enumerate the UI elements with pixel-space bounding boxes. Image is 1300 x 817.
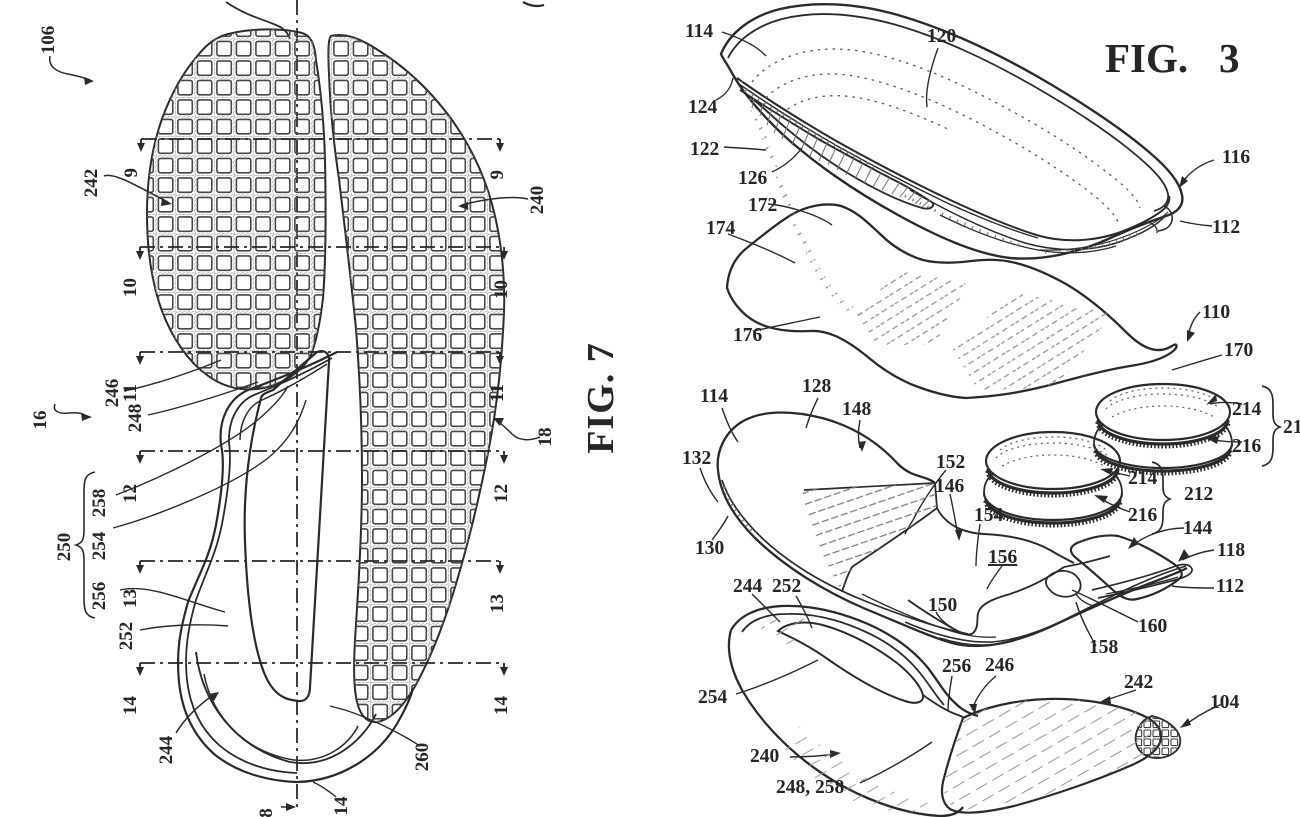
svg-text:214: 214 — [1128, 468, 1158, 489]
svg-text:254: 254 — [89, 531, 110, 560]
svg-text:FIG. 7: FIG. 7 — [580, 342, 622, 454]
svg-text:148: 148 — [842, 399, 872, 420]
svg-text:152: 152 — [936, 452, 965, 473]
svg-text:170: 170 — [1224, 340, 1253, 361]
svg-text:8: 8 — [256, 808, 277, 817]
svg-text:176: 176 — [733, 325, 763, 346]
svg-text:252: 252 — [772, 576, 801, 597]
svg-text:242: 242 — [1124, 672, 1153, 693]
svg-text:112: 112 — [1212, 217, 1240, 238]
svg-text:248: 248 — [125, 404, 146, 433]
svg-text:118: 118 — [1217, 540, 1245, 561]
svg-text:14: 14 — [331, 796, 352, 816]
svg-text:254: 254 — [698, 687, 728, 708]
svg-text:156: 156 — [988, 547, 1018, 568]
svg-text:114: 114 — [685, 21, 713, 42]
svg-text:12: 12 — [120, 484, 141, 503]
svg-text:132: 132 — [682, 448, 711, 469]
svg-text:216: 216 — [1232, 436, 1262, 457]
svg-text:16: 16 — [30, 411, 51, 430]
svg-text:248, 258: 248, 258 — [776, 777, 845, 798]
svg-text:128: 128 — [802, 376, 832, 397]
svg-text:9: 9 — [487, 170, 508, 180]
svg-text:11: 11 — [487, 384, 508, 402]
svg-text:124: 124 — [688, 97, 718, 118]
svg-text:150: 150 — [928, 595, 957, 616]
svg-text:256: 256 — [942, 656, 972, 677]
svg-text:246: 246 — [985, 655, 1015, 676]
svg-text:242: 242 — [81, 169, 102, 198]
svg-text:10: 10 — [491, 280, 512, 299]
svg-text:120: 120 — [927, 26, 956, 47]
svg-text:3: 3 — [1219, 35, 1240, 81]
svg-text:146: 146 — [935, 476, 965, 497]
svg-text:154: 154 — [974, 505, 1004, 526]
svg-text:126: 126 — [738, 168, 768, 189]
svg-text:110: 110 — [1202, 302, 1230, 323]
svg-text:112: 112 — [1216, 576, 1244, 597]
svg-text:250: 250 — [54, 533, 75, 562]
svg-text:9: 9 — [121, 168, 142, 178]
svg-text:FIG.: FIG. — [1105, 35, 1188, 81]
svg-text:212: 212 — [1184, 484, 1213, 505]
svg-text:116: 116 — [1222, 147, 1250, 168]
svg-text:174: 174 — [706, 218, 736, 239]
svg-text:13: 13 — [487, 594, 508, 613]
svg-text:114: 114 — [700, 386, 728, 407]
svg-text:172: 172 — [748, 195, 777, 216]
svg-text:158: 158 — [1089, 637, 1119, 658]
svg-text:244: 244 — [156, 735, 177, 764]
svg-text:10: 10 — [120, 278, 141, 297]
svg-text:106: 106 — [38, 26, 59, 55]
svg-text:14: 14 — [120, 696, 141, 716]
svg-text:244: 244 — [733, 576, 763, 597]
svg-text:104: 104 — [1210, 692, 1240, 713]
svg-text:122: 122 — [690, 139, 719, 160]
svg-text:130: 130 — [695, 538, 724, 559]
svg-text:260: 260 — [412, 743, 433, 772]
svg-text:144: 144 — [1183, 518, 1213, 539]
svg-text:258: 258 — [89, 489, 110, 518]
svg-text:13: 13 — [120, 589, 141, 608]
svg-text:12: 12 — [491, 484, 512, 503]
svg-text:160: 160 — [1138, 616, 1167, 637]
svg-text:14: 14 — [491, 696, 512, 716]
svg-text:11: 11 — [120, 384, 141, 402]
svg-text:240: 240 — [527, 186, 548, 215]
svg-text:21: 21 — [1283, 417, 1300, 438]
svg-text:252: 252 — [116, 622, 137, 651]
svg-text:214: 214 — [1232, 399, 1262, 420]
svg-text:256: 256 — [89, 582, 110, 611]
svg-text:216: 216 — [1128, 505, 1158, 526]
svg-text:240: 240 — [750, 746, 779, 767]
svg-text:246: 246 — [102, 379, 123, 408]
svg-text:18: 18 — [535, 428, 556, 447]
